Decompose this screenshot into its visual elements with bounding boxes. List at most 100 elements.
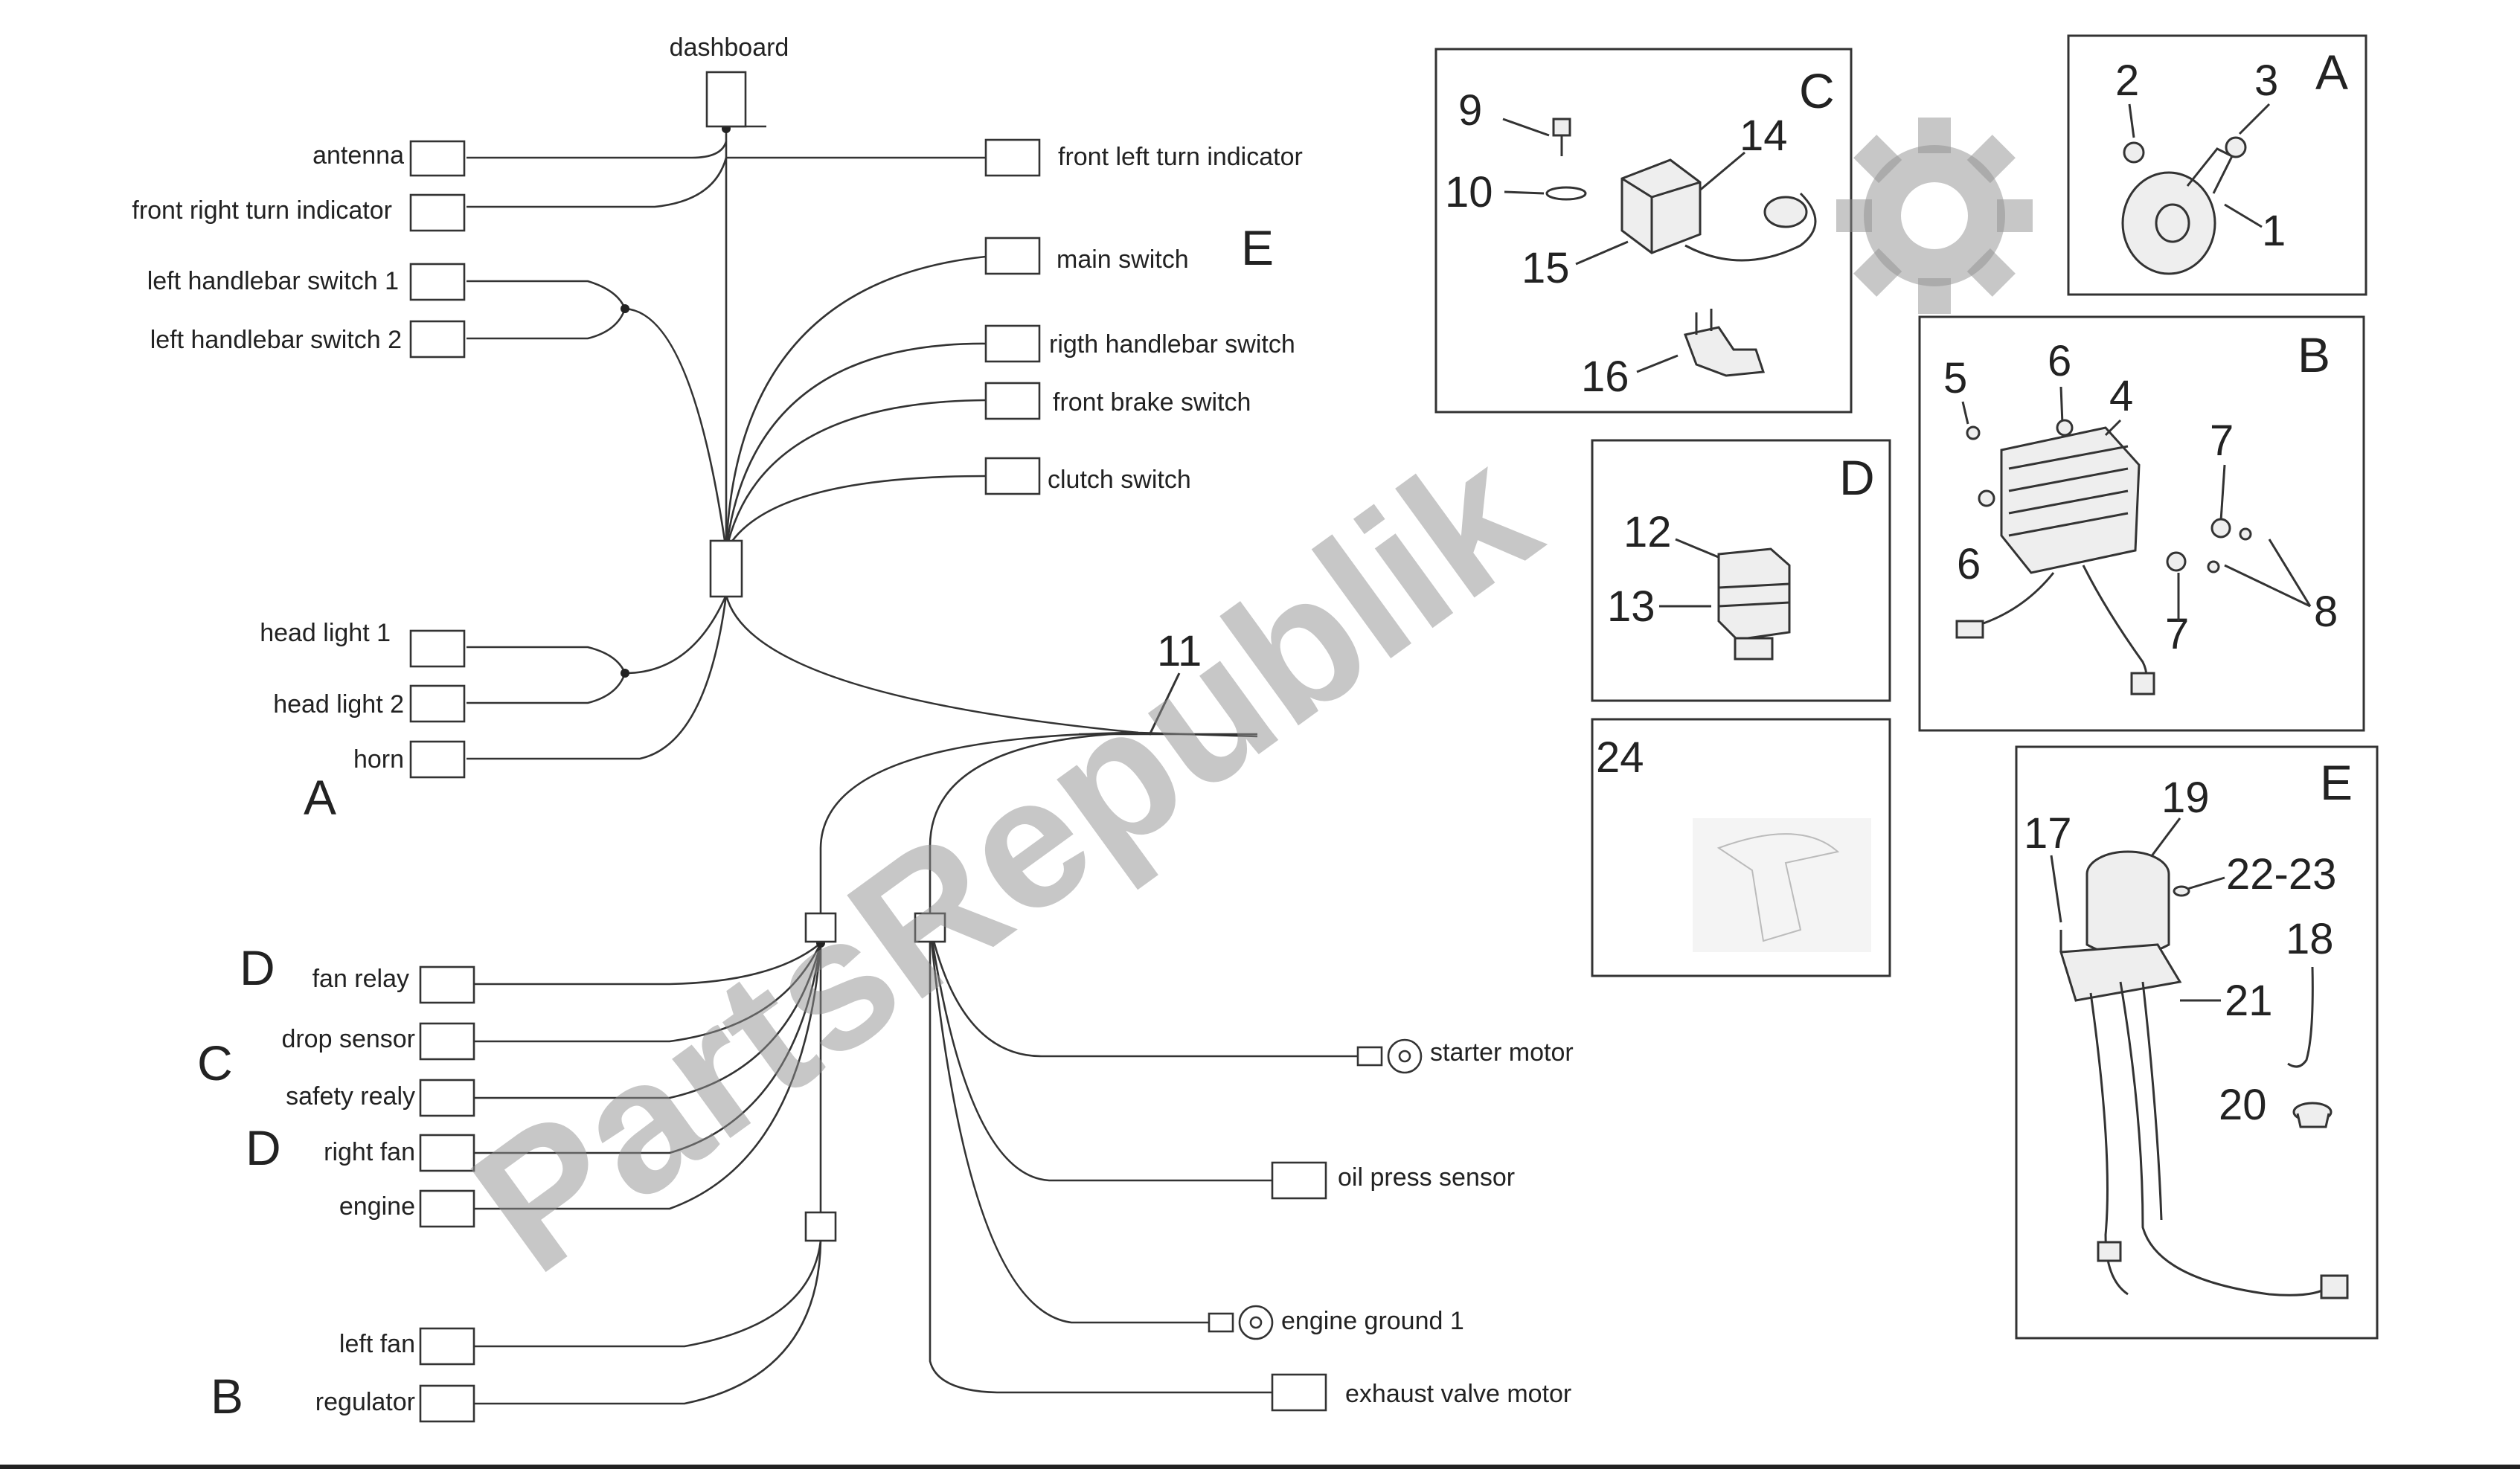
engine-ground-1-ring-terminal — [1208, 1305, 1274, 1340]
section-letter-e: E — [1241, 220, 1274, 275]
label-horn: horn — [353, 745, 404, 774]
front-left-turn-indicator-connector — [984, 138, 1041, 177]
drop-sensor-connector — [419, 1022, 475, 1061]
callout-5: 5 — [1943, 354, 1967, 402]
front-right-turn-indicator-connector — [409, 193, 466, 232]
callout-1: 1 — [2262, 207, 2286, 255]
horn-icon — [2121, 147, 2234, 275]
head-light-1-connector — [409, 629, 466, 668]
label-clutch-switch: clutch switch — [1048, 466, 1191, 494]
nut-icon — [2225, 136, 2247, 158]
lower-hub-connector — [804, 1211, 837, 1242]
washer-icon — [1545, 186, 1587, 201]
panel-b: B 5 6 4 6 7 7 8 — [1918, 315, 2365, 732]
engine-connector — [419, 1189, 475, 1228]
safety-realy-connector — [419, 1079, 475, 1117]
label-right-fan: right fan — [324, 1138, 415, 1166]
section-letter-a: A — [304, 770, 336, 825]
cable-plug-icon — [1684, 192, 1817, 262]
wiring-labels: dashboard antenna front right turn indic… — [132, 33, 1573, 1424]
fan-relay-connector — [419, 965, 475, 1004]
right-hub-connector — [914, 912, 946, 943]
panel-d-letter: D — [1839, 450, 1875, 505]
panel-a: A 2 3 1 — [2067, 34, 2367, 296]
label-engine-ground-1: engine ground 1 — [1281, 1307, 1464, 1335]
panel-e: E 17 19 22-23 18 21 20 — [2015, 745, 2379, 1340]
callout-14: 14 — [1740, 112, 1788, 160]
relay-icon — [1717, 547, 1791, 661]
connector-boxes — [409, 71, 1423, 1423]
panel-a-letter: A — [2315, 45, 2348, 100]
clutch-switch-connector — [984, 457, 1041, 495]
label-safety-realy: safety realy — [286, 1082, 415, 1111]
oil-press-sensor-connector — [1271, 1161, 1327, 1200]
label-front-brake-switch: front brake switch — [1053, 388, 1251, 417]
screw-icon — [2123, 141, 2145, 164]
label-rigth-handlebar-switch: rigth handlebar switch — [1049, 330, 1295, 359]
callout-7-bottom: 7 — [2165, 610, 2189, 658]
left-fan-connector — [419, 1327, 475, 1366]
label-left-handlebar-switch-1: left handlebar switch 1 — [147, 267, 399, 295]
callout-19: 19 — [2161, 774, 2210, 822]
label-engine: engine — [339, 1192, 415, 1221]
callout-6-bottom: 6 — [1957, 540, 1981, 588]
starter-motor-ring-terminal — [1356, 1038, 1423, 1074]
rigth-handlebar-switch-connector — [984, 324, 1041, 363]
left-hub-connector — [804, 912, 837, 943]
callout-6-top: 6 — [2048, 337, 2071, 385]
callout-22-23: 22-23 — [2226, 850, 2336, 899]
label-exhaust-valve-motor: exhaust valve motor — [1345, 1380, 1571, 1408]
panel-d: D 12 13 — [1591, 439, 1891, 702]
front-brake-switch-connector — [984, 382, 1041, 420]
label-regulator: regulator — [315, 1388, 415, 1416]
callout-7-top: 7 — [2210, 417, 2234, 465]
hook-icon — [2287, 966, 2314, 1068]
section-letter-b: B — [211, 1369, 243, 1424]
label-dashboard: dashboard — [670, 33, 789, 62]
panel-24: 24 — [1591, 718, 1891, 977]
right-fan-connector — [419, 1134, 475, 1172]
callout-13: 13 — [1607, 582, 1655, 631]
panel-c: C 9 10 14 15 16 — [1434, 48, 1853, 414]
callout-18: 18 — [2286, 915, 2334, 963]
panel-c-letter: C — [1799, 63, 1835, 118]
left-handlebar-switch-1-connector — [409, 263, 466, 301]
label-left-fan: left fan — [339, 1330, 415, 1358]
label-left-handlebar-switch-2: left handlebar switch 2 — [150, 326, 402, 354]
small-screw-icon — [2173, 885, 2190, 897]
label-drop-sensor: drop sensor — [281, 1025, 415, 1053]
callout-21: 21 — [2225, 977, 2273, 1025]
section-letter-c: C — [197, 1035, 233, 1090]
callout-10: 10 — [1445, 168, 1493, 216]
callout-16: 16 — [1581, 353, 1629, 401]
regulator-connector — [419, 1384, 475, 1423]
antenna-connector — [409, 140, 466, 177]
section-letter-d-right-fan: D — [246, 1120, 281, 1175]
bolt-icon — [1552, 118, 1571, 156]
head-light-2-connector — [409, 684, 466, 723]
exhaust-valve-motor-connector — [1271, 1373, 1327, 1412]
relay-unit-icon — [1620, 158, 1702, 254]
label-antenna: antenna — [312, 141, 404, 170]
callout-15: 15 — [1522, 244, 1570, 292]
label-fan-relay: fan relay — [312, 965, 409, 993]
regulator-icon — [1955, 426, 2155, 695]
harness-number-11: 11 — [1157, 627, 1202, 675]
label-oil-press-sensor: oil press sensor — [1338, 1163, 1515, 1192]
plastic-clip-icon — [1693, 818, 1871, 952]
callout-4: 4 — [2109, 372, 2133, 420]
callout-17: 17 — [2024, 809, 2072, 858]
fasteners-icon — [1966, 419, 2252, 573]
cap-icon — [2292, 1102, 2333, 1128]
panel-b-letter: B — [2298, 327, 2330, 382]
callout-9: 9 — [1458, 86, 1482, 135]
label-front-left-turn-indicator: front left turn indicator — [1058, 143, 1303, 171]
horn-connector — [409, 740, 466, 779]
label-main-switch: main switch — [1057, 245, 1189, 274]
callout-20: 20 — [2219, 1081, 2267, 1129]
ignition-switch-icon — [2059, 850, 2349, 1299]
central-junction-connector — [709, 539, 743, 598]
label-head-light-2: head light 2 — [273, 690, 404, 719]
